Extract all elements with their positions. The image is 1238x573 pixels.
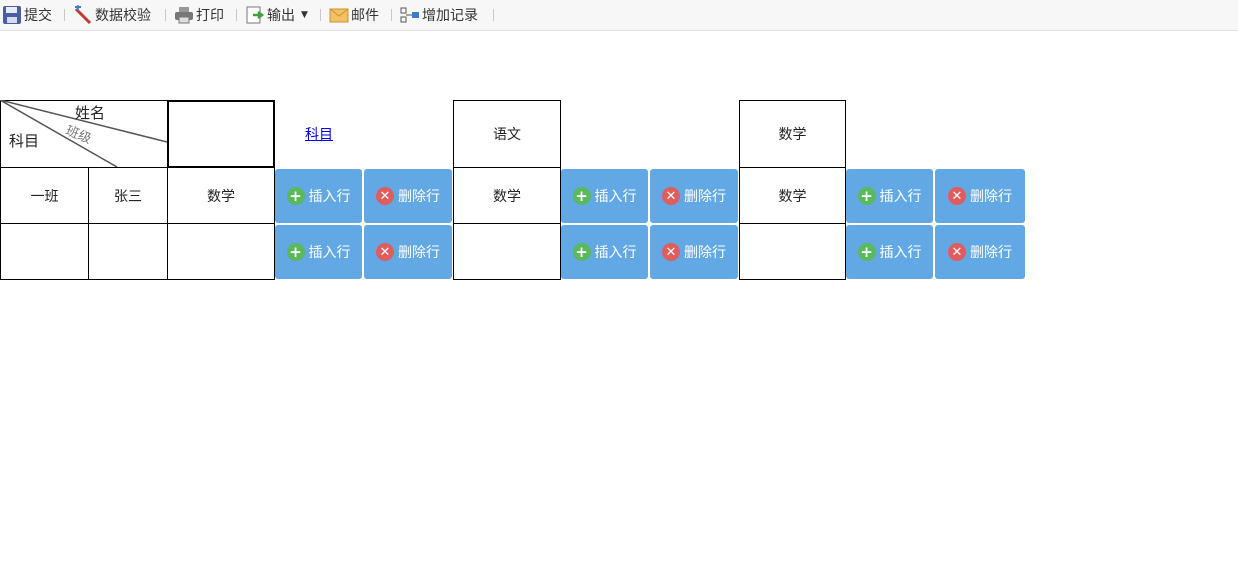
table-cell-subject: 数学 <box>167 167 275 224</box>
printer-icon <box>174 5 194 25</box>
header-math-cell: 数学 <box>739 100 846 168</box>
print-label: 打印 <box>196 8 224 24</box>
close-icon: ✕ <box>662 243 680 261</box>
delete-row-button[interactable]: ✕ 删除行 <box>935 169 1025 223</box>
delete-row-label: 删除行 <box>970 245 1012 261</box>
plus-icon: + <box>572 187 591 205</box>
toolbar-divider <box>236 9 237 21</box>
close-icon: ✕ <box>948 243 966 261</box>
submit-button[interactable]: 提交 <box>2 4 52 26</box>
toolbar: 提交 数据校验 打印 输出 ▼ 邮件 增加记录 <box>0 0 1238 31</box>
delete-row-button[interactable]: ✕ 删除行 <box>364 225 452 279</box>
header-math-label: 数学 <box>778 127 807 143</box>
delete-row-label: 删除行 <box>398 245 440 261</box>
toolbar-divider <box>64 9 65 21</box>
header-chinese-label: 语文 <box>493 127 521 143</box>
insert-row-label: 插入行 <box>879 245 922 261</box>
validate-label: 数据校验 <box>95 8 151 24</box>
submit-label: 提交 <box>24 8 52 24</box>
table-cell-subject-3 <box>739 223 846 280</box>
insert-row-label: 插入行 <box>308 189 351 205</box>
plus-icon: + <box>857 243 876 261</box>
mail-icon <box>329 5 349 25</box>
close-icon: ✕ <box>376 243 394 261</box>
delete-row-button[interactable]: ✕ 删除行 <box>650 169 738 223</box>
mail-label: 邮件 <box>351 8 379 24</box>
close-icon: ✕ <box>662 187 680 205</box>
export-label: 输出 <box>267 8 295 24</box>
delete-row-label: 删除行 <box>970 189 1012 205</box>
delete-row-button[interactable]: ✕ 删除行 <box>650 225 738 279</box>
toolbar-divider <box>165 9 166 21</box>
close-icon: ✕ <box>948 187 966 205</box>
insert-row-label: 插入行 <box>594 245 637 261</box>
table-cell-name <box>88 223 168 280</box>
cell-text: 数学 <box>207 188 235 205</box>
mail-button[interactable]: 邮件 <box>329 4 379 26</box>
header-empty-cell <box>167 100 275 168</box>
insert-row-button[interactable]: + 插入行 <box>275 169 362 223</box>
table-cell-subject <box>167 223 275 280</box>
cell-text: 数学 <box>778 188 807 205</box>
add-record-icon <box>400 5 420 25</box>
insert-row-label: 插入行 <box>594 189 637 205</box>
export-button[interactable]: 输出 ▼ <box>245 4 308 26</box>
validate-button[interactable]: 数据校验 <box>73 4 151 26</box>
wand-icon <box>73 5 93 25</box>
header-subject-label: 科目 <box>9 132 40 150</box>
toolbar-divider <box>320 9 321 21</box>
save-icon <box>2 5 22 25</box>
table-cell-subject-3: 数学 <box>739 167 846 224</box>
add-record-button[interactable]: 增加记录 <box>400 4 478 26</box>
table-cell-subject-2: 数学 <box>453 167 561 224</box>
cell-text: 数学 <box>493 188 521 205</box>
header-name-label: 姓名 <box>75 104 106 122</box>
plus-icon: + <box>286 243 305 261</box>
table-cell-name: 张三 <box>88 167 168 224</box>
delete-row-label: 删除行 <box>684 245 726 261</box>
diagonal-header-cell: 姓名 班级 科目 <box>0 100 168 168</box>
export-icon <box>245 5 265 25</box>
insert-row-button[interactable]: + 插入行 <box>846 169 933 223</box>
insert-row-button[interactable]: + 插入行 <box>561 169 648 223</box>
table-cell-subject-2 <box>453 223 561 280</box>
toolbar-divider <box>493 9 494 21</box>
header-chinese-cell: 语文 <box>453 100 561 168</box>
plus-icon: + <box>857 187 876 205</box>
add-record-label: 增加记录 <box>422 8 478 24</box>
delete-row-button[interactable]: ✕ 删除行 <box>364 169 452 223</box>
delete-row-label: 删除行 <box>684 189 726 205</box>
plus-icon: + <box>572 243 591 261</box>
table-cell-class <box>0 223 89 280</box>
delete-row-label: 删除行 <box>398 189 440 205</box>
insert-row-button[interactable]: + 插入行 <box>561 225 648 279</box>
insert-row-button[interactable]: + 插入行 <box>275 225 362 279</box>
subject-link[interactable]: 科目 <box>305 127 333 143</box>
toolbar-divider <box>391 9 392 21</box>
insert-row-label: 插入行 <box>308 245 351 261</box>
plus-icon: + <box>286 187 305 205</box>
table-cell-class: 一班 <box>0 167 89 224</box>
close-icon: ✕ <box>376 187 394 205</box>
insert-row-label: 插入行 <box>879 189 922 205</box>
diagonal-lines <box>0 100 168 168</box>
chevron-down-icon: ▼ <box>301 10 308 20</box>
delete-row-button[interactable]: ✕ 删除行 <box>935 225 1025 279</box>
cell-text: 张三 <box>114 188 142 205</box>
cell-text: 一班 <box>30 188 59 205</box>
insert-row-button[interactable]: + 插入行 <box>846 225 933 279</box>
print-button[interactable]: 打印 <box>174 4 224 26</box>
